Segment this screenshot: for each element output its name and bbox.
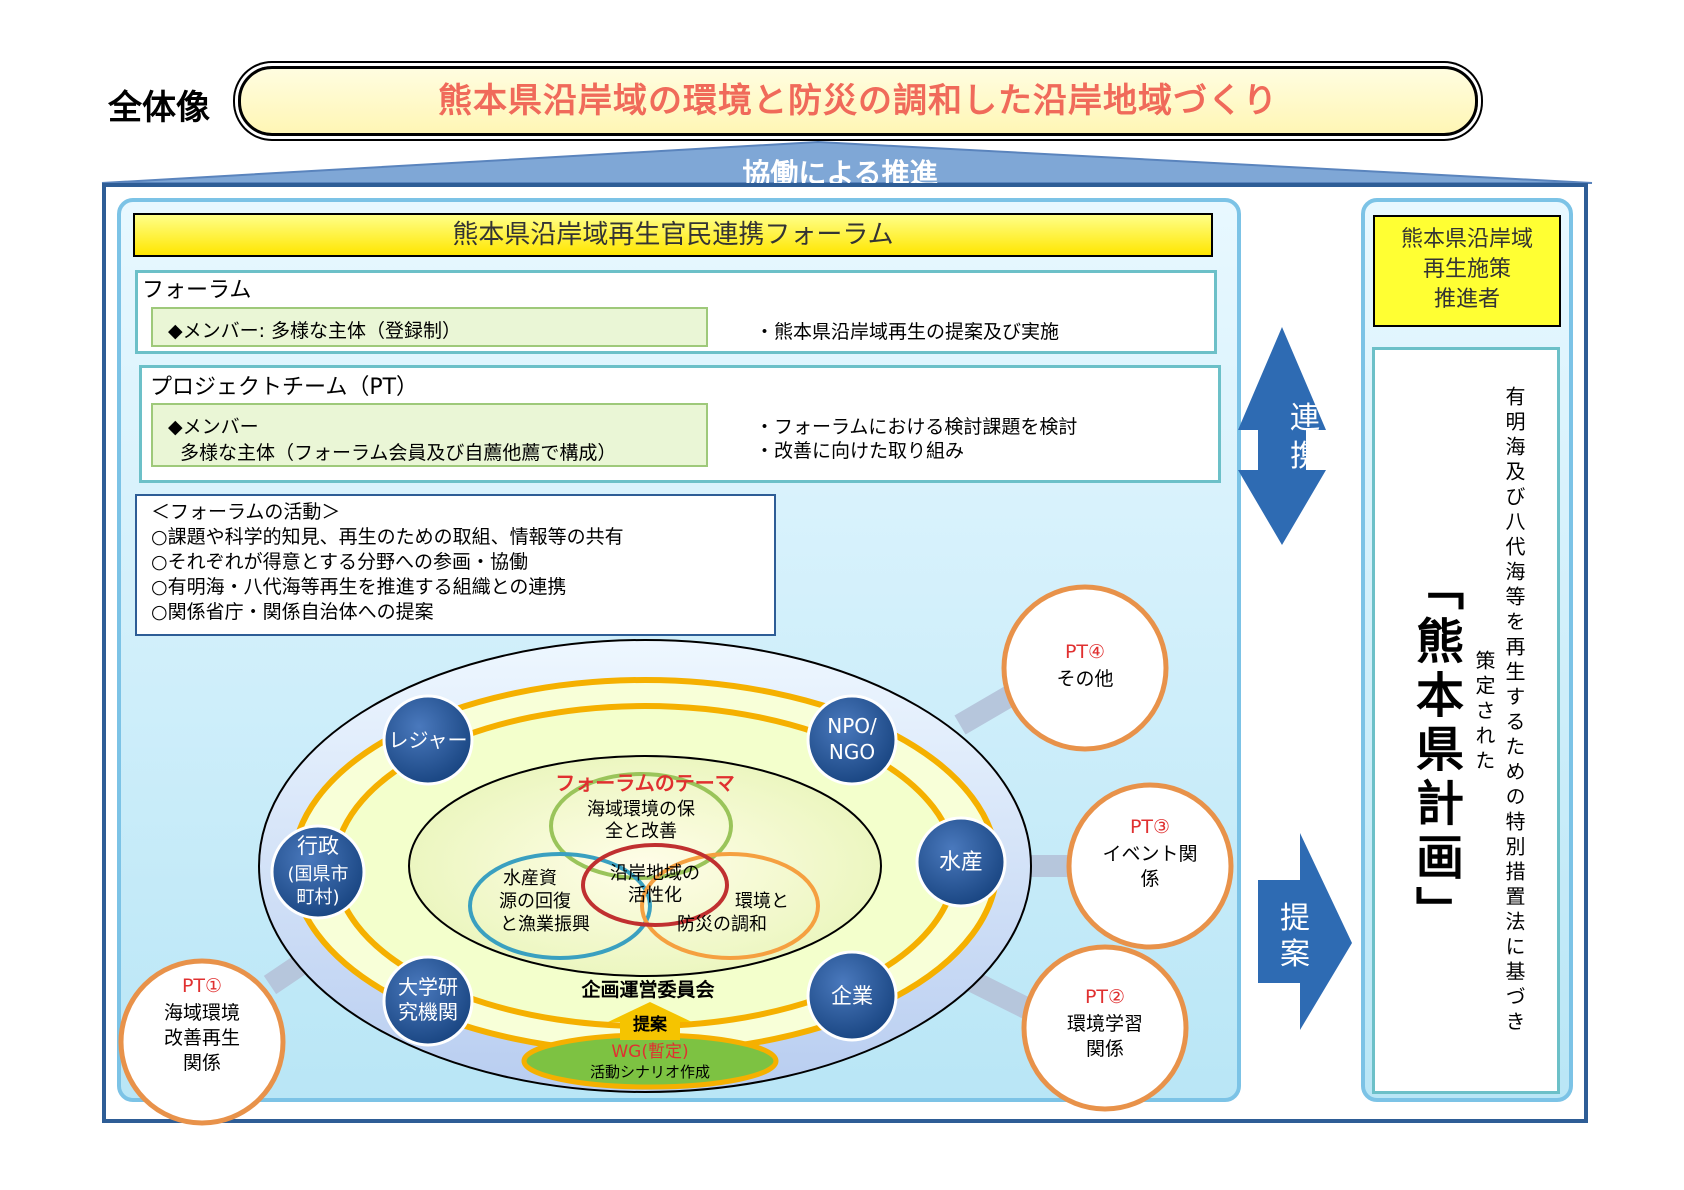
member-leisure xyxy=(382,694,474,786)
activity-item: ○それぞれが得意とする分野への参画・協働 xyxy=(151,551,529,573)
forum-member: ◆メンバー: 多様な主体（登録制） xyxy=(168,320,462,342)
pt1-circle xyxy=(118,958,286,1126)
theme-marine-1: 海域環境の保 xyxy=(587,799,695,820)
law-text: 有明海及び八代海等を再生するための特別措置法に基づき xyxy=(1502,386,1526,1036)
overview-label: 全体像 xyxy=(108,88,210,128)
established-text: 策定された xyxy=(1472,650,1496,775)
pt-member-line1: ◆メンバー xyxy=(168,416,259,438)
theme-disaster-1: 環境と xyxy=(735,891,789,912)
teian-char2: 案 xyxy=(1280,937,1310,972)
header-title: 熊本県沿岸域の環境と防災の調和した沿岸地域づくり xyxy=(438,81,1278,121)
pt1-l3: 関係 xyxy=(183,1052,221,1074)
member-npo-label1: NPO/ xyxy=(827,714,877,738)
pt3-l1: イベント関 xyxy=(1102,843,1197,865)
proposal-arrow xyxy=(608,1002,692,1040)
theme-marine-2: 全と改善 xyxy=(605,821,677,842)
venn-disaster xyxy=(640,852,820,960)
member-leisure-label: レジャー xyxy=(389,728,468,752)
activities-heading: ＜フォーラムの活動＞ xyxy=(151,501,341,523)
pt3-id: PT③ xyxy=(1130,816,1170,838)
theme-resource-3: と漁業振興 xyxy=(500,914,590,935)
promoter-line1: 熊本県沿岸域 xyxy=(1400,227,1533,252)
member-fishery-label: 水産 xyxy=(939,850,983,875)
member-npo-label2: NGO xyxy=(829,740,875,764)
pt2-l1: 環境学習 xyxy=(1067,1013,1143,1035)
pt1-l2: 改善再生 xyxy=(164,1027,240,1049)
forum-title-bar: 熊本県沿岸域再生官民連携フォーラム xyxy=(133,213,1213,257)
pt2-l2: 関係 xyxy=(1086,1038,1124,1060)
pt4-id: PT④ xyxy=(1065,641,1105,663)
venn-resource xyxy=(468,852,652,960)
pt2-id: PT② xyxy=(1085,986,1125,1008)
theme-region-1: 沿岸地域の xyxy=(610,863,700,884)
pt3-l2: 係 xyxy=(1140,868,1159,890)
forum-member-box xyxy=(151,307,708,347)
renkei-char1: 連 xyxy=(1290,401,1320,436)
theme-region-2: 活性化 xyxy=(628,885,682,906)
renkei-char2: 携 xyxy=(1290,439,1320,474)
pt-heading: プロジェクトチーム（PT） xyxy=(150,375,419,400)
pt2-circle xyxy=(1021,944,1189,1112)
forum-role: ・熊本県沿岸域再生の提案及び実施 xyxy=(755,321,1060,343)
forum-title: 熊本県沿岸域再生官民連携フォーラム xyxy=(452,220,894,250)
forum-heading: フォーラム xyxy=(142,278,252,303)
member-gov xyxy=(270,824,366,920)
theme-resource-1: 水産資 xyxy=(503,868,557,889)
committee-label: 企画運営委員会 xyxy=(580,978,714,1001)
activity-item: ○関係省庁・関係自治体への提案 xyxy=(151,601,434,623)
wg-sub: 活動シナリオ作成 xyxy=(590,1063,710,1081)
pt4-circle xyxy=(1001,584,1169,752)
theme-disaster-2: 防災の調和 xyxy=(677,914,767,935)
member-company-label: 企業 xyxy=(831,984,873,1008)
activity-item: ○課題や科学的知見、再生のための取組、情報等の共有 xyxy=(151,526,624,548)
pt-role-line1: ・フォーラムにおける検討課題を検討 xyxy=(755,416,1078,438)
venn-region xyxy=(581,843,729,927)
member-gov-label2: (国県市 xyxy=(287,864,348,885)
pt-member-box xyxy=(151,403,708,467)
pt-member-line2: 多様な主体（フォーラム会員及び自薦他薦で構成） xyxy=(180,442,617,464)
theme-title: フォーラムのテーマ xyxy=(555,771,734,795)
promoter-line3: 推進者 xyxy=(1433,287,1500,312)
teian-char1: 提 xyxy=(1280,901,1310,936)
theme-ellipse xyxy=(408,755,882,977)
pt1-l1: 海域環境 xyxy=(164,1002,240,1024)
pt-role-line2: ・改善に向けた取り組み xyxy=(755,440,965,462)
wg-label: WG(暫定) xyxy=(611,1042,688,1062)
renkei-arrow xyxy=(1238,327,1326,545)
theme-resource-2: 源の回復 xyxy=(499,891,571,912)
pt3-circle xyxy=(1066,782,1234,950)
header-title-banner: 熊本県沿岸域の環境と防災の調和した沿岸地域づくり xyxy=(238,66,1478,136)
member-company xyxy=(806,950,898,1042)
member-npo xyxy=(806,694,898,786)
member-fishery xyxy=(915,816,1007,908)
activity-item: ○有明海・八代海等再生を推進する組織との連携 xyxy=(151,576,567,598)
activities-box: ＜フォーラムの活動＞ ○課題や科学的知見、再生のための取組、情報等の共有 ○それ… xyxy=(135,494,776,636)
pt1-id: PT① xyxy=(182,975,222,997)
member-univ-label1: 大学研 xyxy=(398,975,458,999)
promoter-line2: 再生施策 xyxy=(1422,257,1511,282)
member-gov-label1: 行政 xyxy=(297,834,339,858)
plan-title: 「熊本県計画」 xyxy=(1407,562,1463,940)
plan-box xyxy=(1372,347,1560,1094)
member-univ-label2: 究機関 xyxy=(398,1000,458,1024)
teian-arrow xyxy=(1258,833,1352,1030)
proposal-small-label: 提案 xyxy=(633,1014,668,1035)
member-gov-label3: 町村) xyxy=(296,887,339,908)
pt4-l1: その他 xyxy=(1056,668,1113,690)
member-univ xyxy=(382,955,474,1047)
promoter-box: 熊本県沿岸域 再生施策 推進者 xyxy=(1373,215,1561,327)
venn-marine xyxy=(549,772,733,880)
